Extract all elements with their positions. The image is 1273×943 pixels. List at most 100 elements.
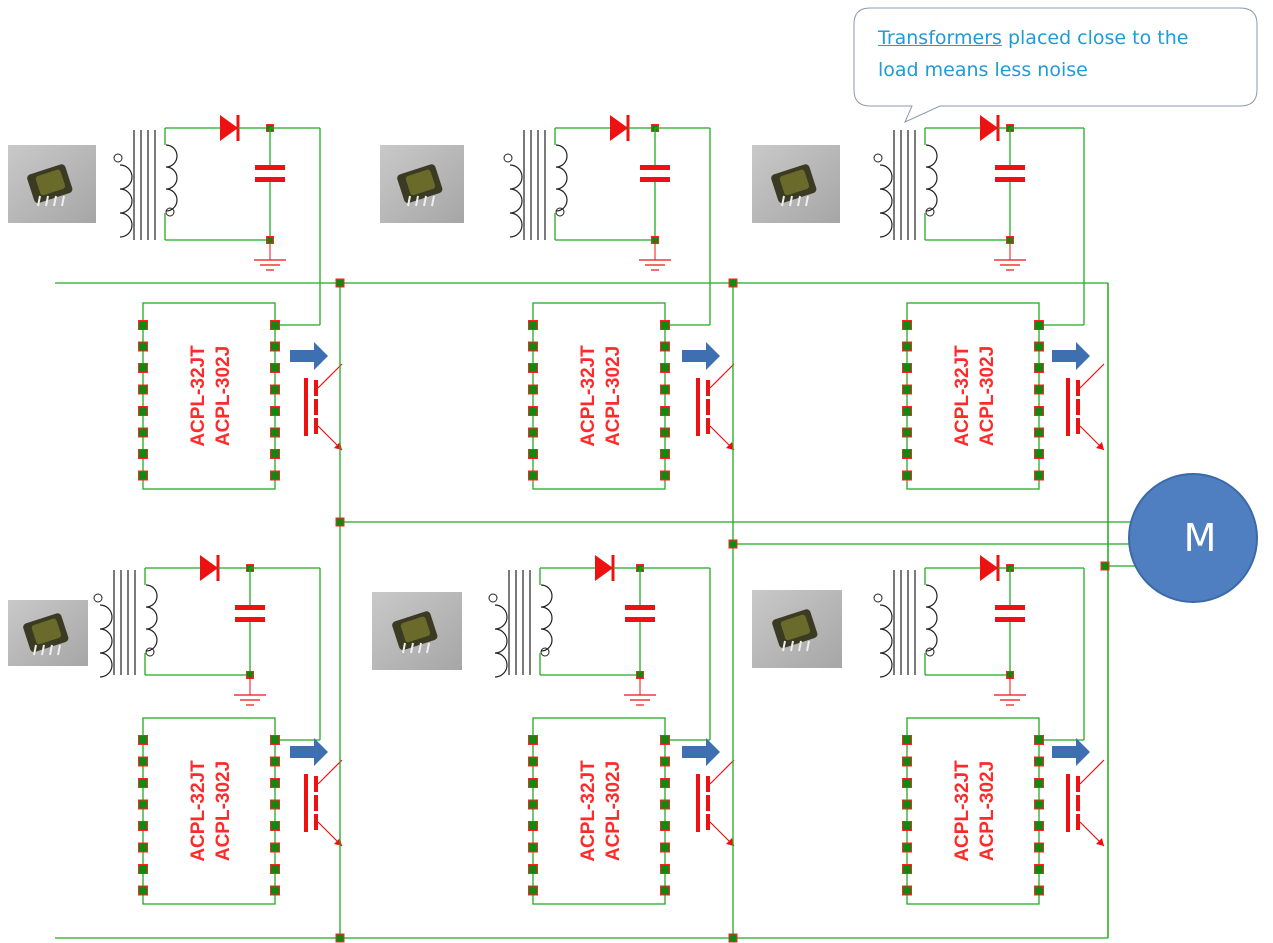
chip-pin [270, 406, 280, 416]
chip-pin [528, 341, 538, 352]
chip-pin [270, 821, 280, 831]
diode [200, 555, 220, 581]
wire-junction [728, 278, 738, 288]
transformer-symbol [873, 130, 938, 240]
ground-symbol [639, 240, 671, 271]
chip-pin [138, 735, 148, 745]
chip-pin [138, 799, 148, 810]
chip-pin [660, 778, 670, 788]
callout-shape [853, 7, 1258, 123]
chip-pin [1034, 821, 1044, 831]
transformer-symbol [113, 130, 178, 240]
chip-label-line2: ACPL-302J [603, 761, 624, 861]
signal-arrow-icon [1052, 738, 1090, 766]
chip-pin [138, 320, 148, 330]
chip-pin [902, 470, 912, 481]
chip-pin [660, 735, 670, 745]
chip-pin [270, 427, 280, 438]
transformer-photo [752, 145, 840, 223]
chip-pin [270, 778, 280, 788]
diode [220, 115, 240, 141]
chip-label-line1: ACPL-32JT [952, 345, 973, 447]
capacitor [625, 605, 655, 622]
chip-pin [528, 885, 538, 896]
igbt-symbol [696, 363, 735, 451]
chip-pin [1034, 864, 1044, 874]
chip-pin [1034, 384, 1044, 395]
chip-pin [528, 470, 538, 481]
callout-link[interactable]: Transformers [878, 27, 1002, 49]
chip-pin [528, 735, 538, 745]
wire-junction [728, 539, 738, 549]
wire-junction [335, 517, 345, 527]
diode [980, 555, 1000, 581]
callout-line1: placed close to the [1001, 27, 1189, 49]
chip-pin [902, 449, 912, 459]
diode [980, 115, 1000, 141]
chip-pin [528, 320, 538, 330]
diode [595, 555, 615, 581]
ground-symbol [254, 240, 286, 271]
chip-pin [660, 406, 670, 416]
chip-pin [660, 864, 670, 874]
chip-pin [1034, 427, 1044, 438]
signal-arrow-icon [290, 738, 328, 766]
chip-label-line2: ACPL-302J [213, 346, 234, 446]
chip-pin [270, 470, 280, 481]
chip-pin [270, 384, 280, 395]
chip-label-line1: ACPL-32JT [188, 345, 209, 447]
chip-pin [1034, 756, 1044, 767]
chip-label-line1: ACPL-32JT [188, 760, 209, 862]
ground-symbol [624, 675, 656, 706]
chip-pin [1034, 341, 1044, 352]
ground-symbol [994, 240, 1026, 271]
chip-pin [138, 384, 148, 395]
chip-pin [528, 842, 538, 853]
chip-pin [902, 320, 912, 330]
chip-pin [902, 799, 912, 810]
motor-label: M [1183, 516, 1217, 560]
chip-pin [270, 799, 280, 810]
chip-pin [660, 341, 670, 352]
transformer-photo [8, 145, 96, 223]
signal-arrow-icon [1052, 342, 1090, 370]
chip-pin [1034, 449, 1044, 459]
chip-label-line2: ACPL-302J [213, 761, 234, 861]
chip-pin [660, 799, 670, 810]
chip-pin [660, 842, 670, 853]
capacitor [255, 165, 285, 182]
chip-pin [138, 756, 148, 767]
chip-pin [528, 384, 538, 395]
chip-pin [902, 842, 912, 853]
chip-pin [660, 756, 670, 767]
chip-pin [1034, 885, 1044, 896]
chip-label-line1: ACPL-32JT [578, 345, 599, 447]
capacitor [640, 165, 670, 182]
callout-bubble [853, 7, 1258, 123]
chip-label-line2: ACPL-302J [977, 346, 998, 446]
chip-label-line2: ACPL-302J [977, 761, 998, 861]
chip-pin [138, 363, 148, 373]
chip-pin [902, 864, 912, 874]
wire-junction [1100, 561, 1110, 571]
chip-pin [1034, 799, 1044, 810]
chip-pin [528, 799, 538, 810]
chip-pin [902, 341, 912, 352]
chip-pin [1034, 778, 1044, 788]
chip-pin [902, 821, 912, 831]
chip-pin [902, 756, 912, 767]
chip-pin [660, 470, 670, 481]
capacitor [995, 605, 1025, 622]
chip-pin [902, 363, 912, 373]
chip-pin [528, 756, 538, 767]
chip-pin [660, 821, 670, 831]
chip-pin [902, 885, 912, 896]
igbt-symbol [1066, 759, 1105, 847]
chip-pin [902, 406, 912, 416]
